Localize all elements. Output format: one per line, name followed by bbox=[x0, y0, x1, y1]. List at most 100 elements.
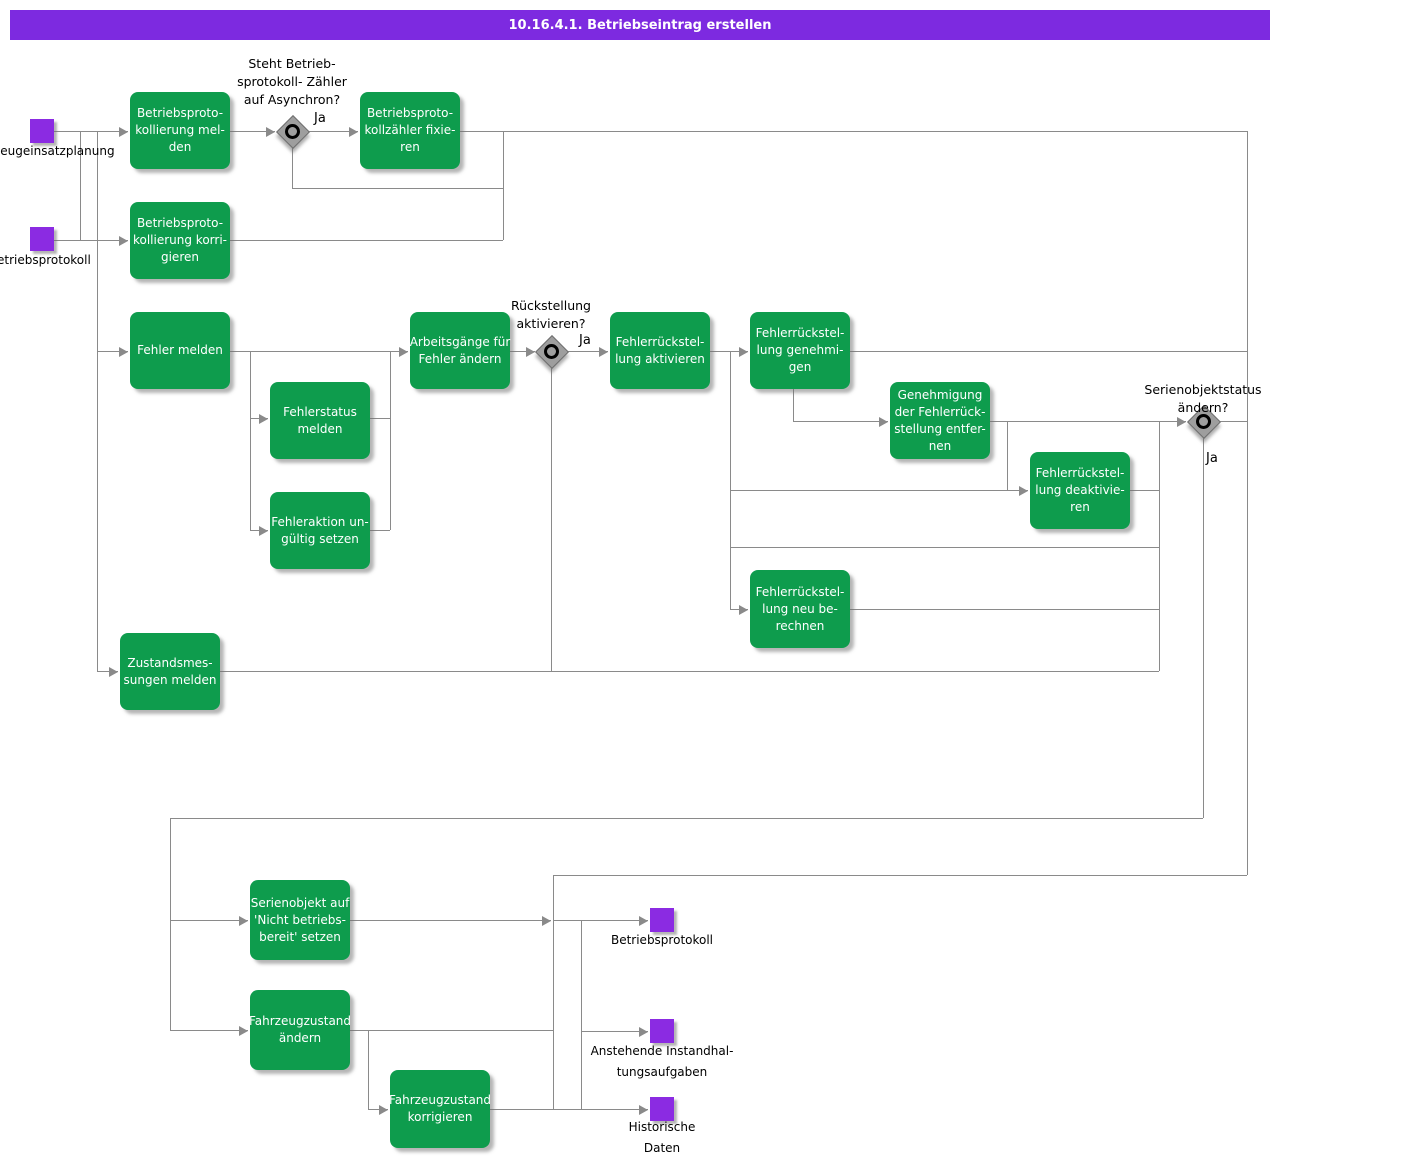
edge-label-ja-1: Ja bbox=[314, 111, 326, 126]
connector-line bbox=[850, 351, 1247, 352]
data-object-fahrzeugeinsatzplanung[interactable] bbox=[30, 119, 54, 143]
connector-line bbox=[370, 418, 390, 419]
connector-line bbox=[1247, 131, 1248, 875]
arrow-head-icon bbox=[639, 1104, 648, 1115]
connector-line bbox=[292, 146, 293, 188]
connector-line bbox=[80, 131, 81, 240]
connector-line bbox=[97, 351, 128, 352]
connector-line bbox=[350, 1030, 553, 1031]
arrow-head-icon bbox=[526, 346, 535, 357]
gateway-question: Rückstellung aktivieren? bbox=[511, 298, 591, 331]
task-fahrzeugzustand-aendern[interactable]: Fahrzeugzustand ändern bbox=[249, 990, 351, 1070]
arrow-head-icon bbox=[239, 915, 248, 926]
task-arbeitsgaenge-fuer-fehler-aendern[interactable]: Arbeitsgänge für Fehler ändern bbox=[410, 312, 510, 389]
arrow-head-icon bbox=[599, 346, 608, 357]
gateway-question: Steht Betrieb- sprotokoll- Zähler auf As… bbox=[237, 56, 347, 107]
connector-line bbox=[54, 131, 97, 132]
connector-line bbox=[170, 1030, 248, 1031]
data-object-label: zeugeinsatzplanung bbox=[0, 144, 115, 158]
gateway-question: Serienobjektstatus ändern? bbox=[1144, 382, 1262, 415]
arrow-head-icon bbox=[109, 666, 118, 677]
connector-line bbox=[307, 131, 358, 132]
arrow-head-icon bbox=[119, 235, 128, 246]
connector-line bbox=[1007, 421, 1008, 490]
diagram-title-bar: 10.16.4.1. Betriebseintrag erstellen bbox=[10, 10, 1270, 40]
task-betriebsprotokollierung-korrigieren[interactable]: Betriebsproto- kollierung korri- gieren bbox=[130, 202, 230, 279]
data-object-anstehende-instandhaltungsaufgaben[interactable] bbox=[650, 1019, 674, 1043]
connector-line bbox=[170, 818, 171, 1030]
connector-line bbox=[730, 490, 1028, 491]
connector-line bbox=[170, 920, 248, 921]
connector-line bbox=[170, 818, 1203, 819]
data-object-betriebsprotokoll-ausgang[interactable] bbox=[650, 908, 674, 932]
task-genehmigung-der-fehlerrueckstellung-entfernen[interactable]: Genehmigung der Fehlerrück- stellung ent… bbox=[890, 382, 990, 459]
gateway-circle-icon bbox=[543, 343, 559, 359]
task-fehleraktion-ungueltig-setzen[interactable]: Fehleraktion un- gültig setzen bbox=[270, 492, 370, 569]
task-fehlerstatus-melden[interactable]: Fehlerstatus melden bbox=[270, 382, 370, 459]
connector-line bbox=[553, 875, 554, 1109]
connector-line bbox=[551, 366, 552, 671]
connector-line bbox=[553, 875, 1247, 876]
task-fehlerrueckstellung-neu-berechnen[interactable]: Fehlerrückstel- lung neu be- rechnen bbox=[750, 570, 850, 648]
arrow-head-icon bbox=[879, 416, 888, 427]
connector-line bbox=[230, 240, 503, 241]
arrow-head-icon bbox=[1019, 485, 1028, 496]
connector-line bbox=[510, 351, 535, 352]
arrow-head-icon bbox=[739, 604, 748, 615]
arrow-head-icon bbox=[119, 126, 128, 137]
arrow-head-icon bbox=[239, 1025, 248, 1036]
connector-line bbox=[1203, 436, 1204, 818]
data-object-label: Anstehende Instandhal- tungsaufgaben bbox=[590, 1044, 734, 1079]
connector-line bbox=[220, 671, 1159, 672]
data-object-historische-daten[interactable] bbox=[650, 1097, 674, 1121]
arrow-head-icon bbox=[259, 525, 268, 536]
arrow-head-icon bbox=[259, 413, 268, 424]
task-fehler-melden[interactable]: Fehler melden bbox=[130, 312, 230, 389]
connector-line bbox=[97, 671, 118, 672]
task-fehlerrueckstellung-deaktivieren[interactable]: Fehlerrückstel- lung deaktivie- ren bbox=[1030, 452, 1130, 529]
data-object-betriebsprotokoll-eingang[interactable] bbox=[30, 227, 54, 251]
arrow-head-icon bbox=[266, 126, 275, 137]
gateway-circle-icon bbox=[284, 123, 300, 139]
connector-line bbox=[368, 1030, 369, 1109]
connector-line bbox=[581, 920, 582, 1109]
task-fehlerrueckstellung-genehmigen[interactable]: Fehlerrückstel- lung genehmi- gen bbox=[750, 312, 850, 389]
data-object-label: etriebsprotokoll bbox=[0, 253, 91, 267]
connector-line bbox=[80, 240, 128, 241]
connector-line bbox=[553, 920, 648, 921]
connector-line bbox=[503, 131, 504, 240]
task-betriebsprotokollierung-melden[interactable]: Betriebsproto- kollierung mel- den bbox=[130, 92, 230, 169]
arrow-head-icon bbox=[639, 1026, 648, 1037]
arrow-head-icon bbox=[379, 1104, 388, 1115]
arrow-head-icon bbox=[399, 346, 408, 357]
arrow-head-icon bbox=[639, 915, 648, 926]
connector-line bbox=[1159, 421, 1160, 671]
task-betriebsprotokollzaehler-fixieren[interactable]: Betriebsproto- kollzähler fixie- ren bbox=[360, 92, 460, 169]
data-object-label: Historische Daten bbox=[628, 1120, 696, 1155]
task-serienobjekt-auf-nicht-betriebsbereit-setzen[interactable]: Serienobjekt auf 'Nicht betriebs- bereit… bbox=[250, 880, 350, 960]
connector-line bbox=[850, 609, 1159, 610]
connector-line bbox=[350, 920, 551, 921]
connector-line bbox=[730, 351, 731, 609]
connector-line bbox=[565, 351, 608, 352]
connector-line bbox=[230, 351, 408, 352]
connector-line bbox=[97, 131, 98, 671]
connector-line bbox=[390, 351, 391, 530]
connector-line bbox=[368, 1109, 388, 1110]
task-fehlerrueckstellung-aktivieren[interactable]: Fehlerrückstel- lung aktivieren bbox=[610, 312, 710, 389]
connector-line bbox=[250, 351, 251, 530]
arrow-head-icon bbox=[542, 915, 551, 926]
connector-line bbox=[370, 530, 390, 531]
connector-line bbox=[553, 1109, 581, 1110]
connector-line bbox=[1130, 490, 1159, 491]
connector-line bbox=[990, 421, 1186, 422]
arrow-head-icon bbox=[119, 346, 128, 357]
arrow-head-icon bbox=[739, 346, 748, 357]
gateway-circle-icon bbox=[1195, 413, 1211, 429]
task-fahrzeugzustand-korrigieren[interactable]: Fahrzeugzustand korrigieren bbox=[389, 1070, 491, 1148]
connector-line bbox=[581, 1031, 648, 1032]
connector-line bbox=[490, 1109, 553, 1110]
task-zustandsmessungen-melden[interactable]: Zustandsmes- sungen melden bbox=[120, 633, 220, 710]
connector-line bbox=[54, 240, 80, 241]
